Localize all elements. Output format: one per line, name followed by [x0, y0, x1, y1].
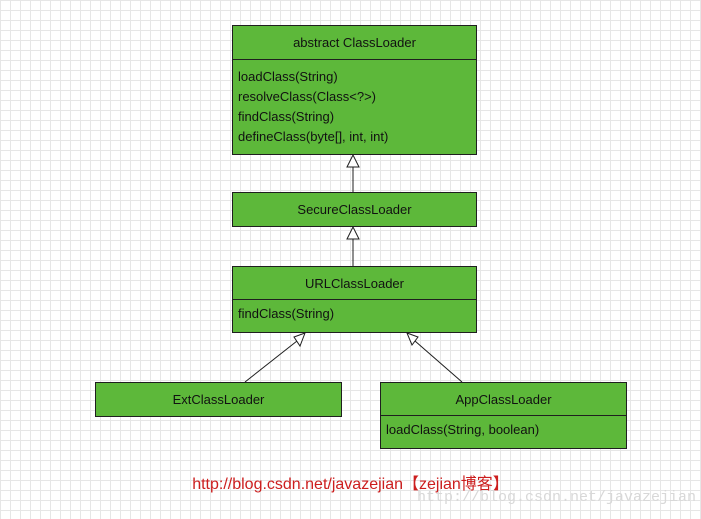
class-title-urlclassloader: URLClassLoader: [233, 267, 476, 300]
class-title-classloader: abstract ClassLoader: [233, 26, 476, 60]
class-title-appclassloader: AppClassLoader: [381, 383, 626, 416]
class-box-urlclassloader: URLClassLoader findClass(String): [232, 266, 477, 333]
class-methods-urlclassloader: findClass(String): [233, 300, 476, 324]
class-title-extclassloader: ExtClassLoader: [172, 392, 265, 407]
method-loadclass-app: loadClass(String, boolean): [386, 422, 540, 437]
class-box-secureclassloader: SecureClassLoader: [232, 192, 477, 227]
edge-ext-to-url: [244, 340, 298, 383]
method-findclass-url: findClass(String): [238, 306, 335, 321]
watermark: http://blog.csdn.net/javazejian: [417, 489, 697, 506]
class-box-extclassloader: ExtClassLoader: [95, 382, 342, 417]
method-findclass: findClass(String): [238, 109, 335, 124]
method-defineclass: defineClass(byte[], int, int): [238, 129, 389, 144]
generalization-arrow-secure: [346, 225, 360, 240]
blog-url-caption: http://blog.csdn.net/javazejian【zejian博客…: [192, 476, 509, 493]
class-methods-classloader: loadClass(String) resolveClass(Class<?>)…: [233, 60, 476, 147]
class-box-appclassloader: AppClassLoader loadClass(String, boolean…: [380, 382, 627, 449]
generalization-arrow-classloader: [346, 153, 360, 168]
edge-app-to-url: [414, 340, 463, 383]
class-title-secureclassloader: SecureClassLoader: [297, 202, 412, 217]
generalization-arrow-url-right: [406, 332, 419, 346]
class-box-classloader: abstract ClassLoader loadClass(String) r…: [232, 25, 477, 155]
method-loadclass: loadClass(String): [238, 69, 338, 84]
method-resolveclass: resolveClass(Class<?>): [238, 89, 376, 104]
generalization-arrow-url-left: [293, 332, 306, 348]
class-methods-appclassloader: loadClass(String, boolean): [381, 416, 626, 440]
